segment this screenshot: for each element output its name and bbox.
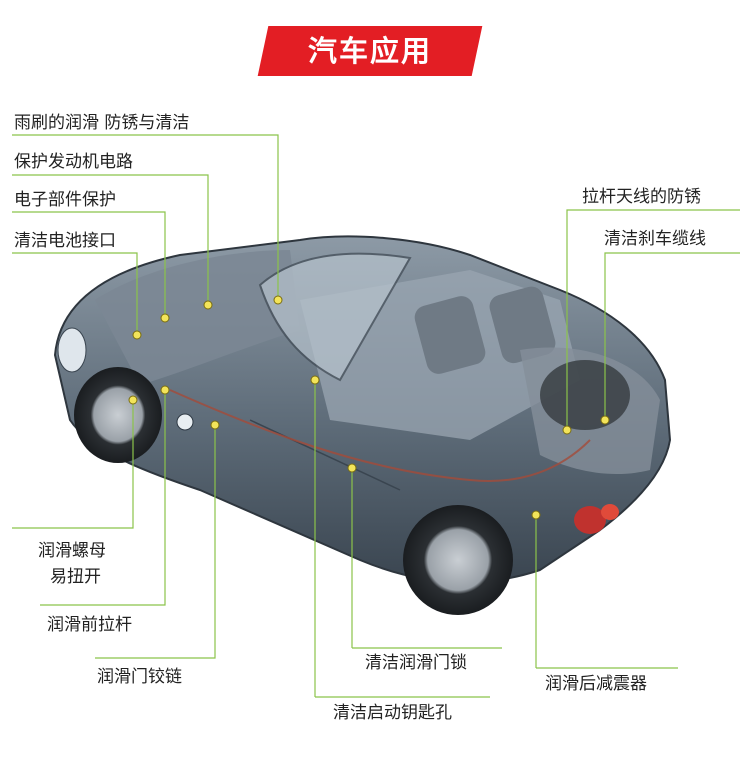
label-door-lock: 清洁润滑门锁: [365, 653, 467, 673]
label-shock-absorber: 润滑后减震器: [545, 674, 647, 694]
page-title: 汽车应用: [307, 34, 432, 68]
point-wiper: [273, 295, 283, 305]
point-electronics: [160, 313, 170, 323]
point-brake-cable: [600, 415, 610, 425]
engine-bay: [95, 250, 300, 385]
rear-wheel: [403, 505, 513, 615]
point-key-hole: [310, 375, 320, 385]
leader-hinge: [95, 425, 216, 659]
seat-right: [489, 286, 556, 364]
point-battery: [132, 330, 142, 340]
seat-left: [414, 296, 486, 374]
point-front-rod: [160, 385, 170, 395]
door-line: [249, 419, 401, 491]
point-shock: [531, 510, 541, 520]
leader-electronics: [12, 211, 166, 318]
cable-run: [169, 389, 591, 482]
taillight: [574, 506, 606, 534]
label-nut-line1: 润滑螺母: [38, 541, 106, 561]
label-brake-cable: 清洁刹车缆线: [604, 229, 706, 249]
label-electronics: 电子部件保护: [14, 190, 116, 210]
marker-points: [128, 295, 610, 520]
front-logo: [176, 413, 194, 431]
label-antenna: 拉杆天线的防锈: [582, 187, 701, 207]
point-door-lock: [347, 463, 357, 473]
leader-lines: [12, 134, 740, 698]
point-antenna: [562, 425, 572, 435]
leader-nut: [12, 400, 134, 529]
label-wiper: 雨刷的润滑 防锈与清洁: [14, 113, 190, 133]
label-engine-circuit: 保护发动机电路: [14, 152, 133, 172]
label-door-hinge: 润滑门铰链: [97, 667, 182, 687]
label-nut-line2: 易扭开: [50, 567, 101, 587]
label-key-hole: 清洁启动钥匙孔: [333, 703, 452, 723]
leader-wiper: [12, 134, 279, 300]
headlight: [57, 327, 87, 373]
label-front-rod: 润滑前拉杆: [47, 615, 132, 635]
spare-wheel: [540, 360, 630, 430]
car-illustration: [53, 235, 672, 615]
point-hinge: [210, 420, 220, 430]
leader-battery: [12, 252, 138, 335]
windshield: [258, 252, 412, 382]
leader-antenna: [566, 209, 740, 430]
point-nut: [128, 395, 138, 405]
leader-engine-circuit: [12, 174, 209, 305]
taillight: [601, 504, 619, 520]
point-engine-circuit: [203, 300, 213, 310]
leader-brake-cable: [604, 252, 740, 420]
label-battery: 清洁电池接口: [14, 231, 116, 251]
leader-front-rod: [40, 390, 166, 606]
front-wheel: [74, 367, 162, 463]
